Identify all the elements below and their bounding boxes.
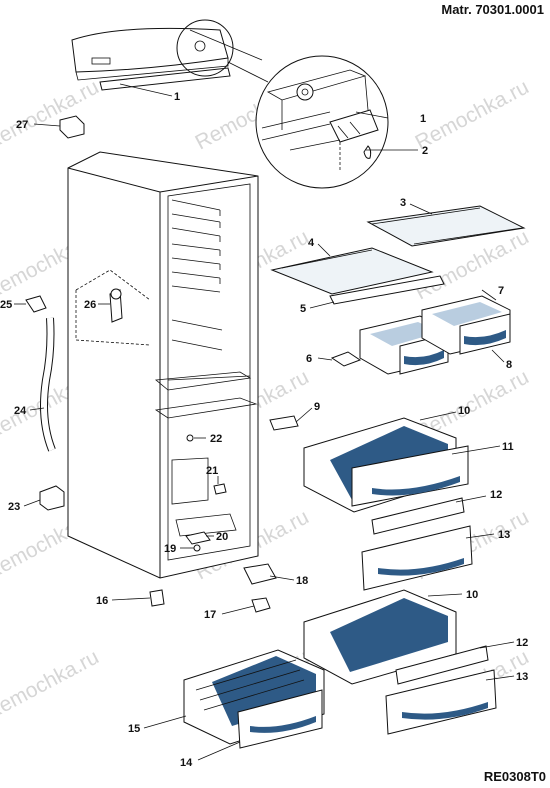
part-16 — [149, 589, 165, 607]
lamp-detail-zoom — [255, 55, 389, 189]
callout-13: 13 — [498, 529, 510, 541]
part-12-lower — [395, 645, 489, 685]
part-25 — [25, 295, 47, 313]
callout-20: 20 — [216, 531, 228, 543]
watermark: Remochka.ru — [0, 645, 103, 724]
diagram-code: RE0308T0 — [483, 769, 546, 784]
callout-17: 17 — [204, 609, 216, 621]
callout-12-lower: 12 — [516, 637, 528, 649]
callout-9: 9 — [314, 401, 320, 413]
callout-22: 22 — [210, 433, 222, 445]
callout-6: 6 — [306, 353, 312, 365]
callout-13-lower: 13 — [516, 671, 528, 683]
callout-4: 4 — [308, 237, 315, 249]
part-4-shelf — [270, 247, 434, 295]
watermark: Remochka.ru — [0, 75, 103, 154]
callout-3: 3 — [400, 197, 406, 209]
callout-23: 23 — [8, 501, 20, 513]
part-17 — [251, 597, 271, 613]
callout-1-detail: 1 — [420, 113, 426, 125]
callout-12: 12 — [490, 489, 502, 501]
callout-10-lower: 10 — [466, 589, 478, 601]
part-5-strip — [329, 275, 445, 305]
callout-7: 7 — [498, 285, 504, 297]
control-panel-assembly — [71, 19, 269, 91]
callout-labels: 1 1 2 3 4 5 7 8 6 9 10 11 12 13 10 12 13… — [0, 91, 528, 769]
fridge-cabinet — [67, 151, 259, 579]
callout-19: 19 — [164, 543, 176, 555]
callout-5: 5 — [300, 303, 306, 315]
freezer-drawer-upper — [303, 417, 469, 513]
callout-21: 21 — [206, 465, 218, 477]
callout-14: 14 — [180, 757, 193, 769]
callout-24: 24 — [14, 405, 27, 417]
part-27 — [59, 115, 85, 139]
callout-11: 11 — [502, 441, 514, 453]
callout-16: 16 — [96, 595, 108, 607]
part-21 — [213, 483, 227, 495]
callout-10: 10 — [458, 405, 470, 417]
part-22 — [186, 434, 194, 442]
part-18 — [243, 563, 277, 585]
leader-lines — [14, 83, 515, 761]
callout-26: 26 — [84, 299, 96, 311]
part-13-upper — [361, 525, 473, 591]
callout-2: 2 — [422, 145, 428, 157]
callout-15: 15 — [128, 723, 140, 735]
part-12-upper — [371, 497, 465, 535]
callout-18: 18 — [296, 575, 308, 587]
part-19 — [193, 544, 201, 552]
part-7-8-bins — [359, 295, 511, 375]
part-20 — [185, 531, 211, 545]
part-23 — [39, 485, 65, 511]
part-3-shelf — [366, 205, 526, 247]
callout-27: 27 — [16, 119, 28, 131]
callout-8: 8 — [506, 359, 512, 371]
part-6 — [330, 351, 362, 367]
watermark: Remochka.ru — [412, 75, 533, 154]
part-14-15-basket — [183, 649, 325, 749]
part-9 — [269, 415, 299, 431]
callout-1: 1 — [174, 91, 180, 103]
model-number: Matr. 70301.0001 — [441, 2, 544, 17]
part-26 — [109, 288, 123, 323]
part-13-lower — [385, 669, 497, 735]
callout-25: 25 — [0, 299, 12, 311]
